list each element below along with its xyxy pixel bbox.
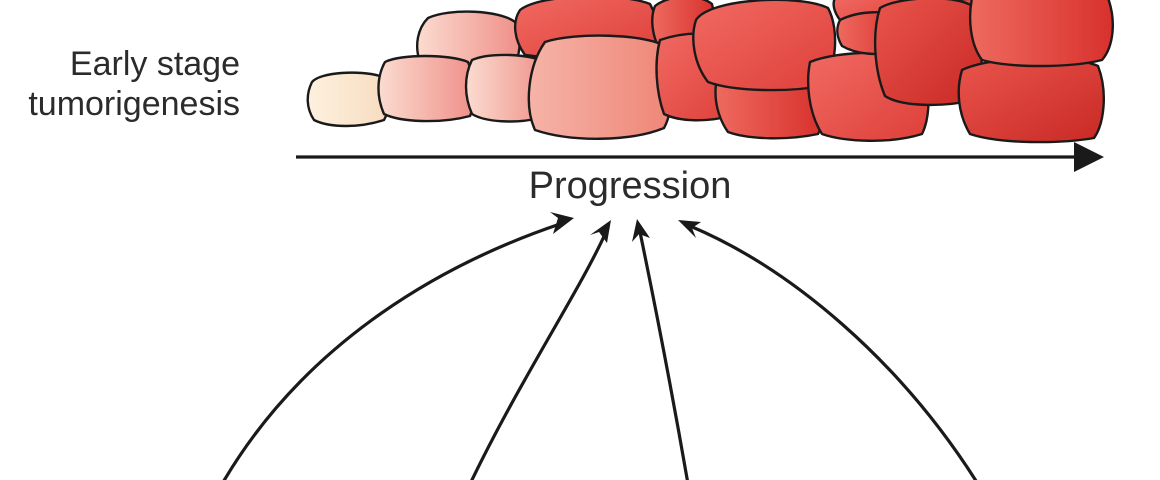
arrow-3	[632, 219, 689, 480]
early-stage-label-line1: Early stage	[69, 45, 240, 83]
progression-axis-arrow	[296, 142, 1104, 172]
early-stage-label-line2: tumorigenesis	[28, 85, 240, 123]
cell	[968, 0, 1114, 68]
arrow-1	[222, 212, 574, 480]
arrow-4	[678, 220, 978, 480]
progression-label: Progression	[528, 165, 732, 207]
cell-cluster-front	[306, 0, 1114, 144]
cell	[527, 34, 674, 140]
cell	[957, 56, 1105, 144]
converging-arrows	[222, 212, 978, 480]
cell	[306, 71, 390, 128]
arrow-2	[470, 220, 611, 480]
early-stage-label: Early stage tumorigenesis	[0, 44, 240, 124]
cell	[377, 54, 476, 123]
